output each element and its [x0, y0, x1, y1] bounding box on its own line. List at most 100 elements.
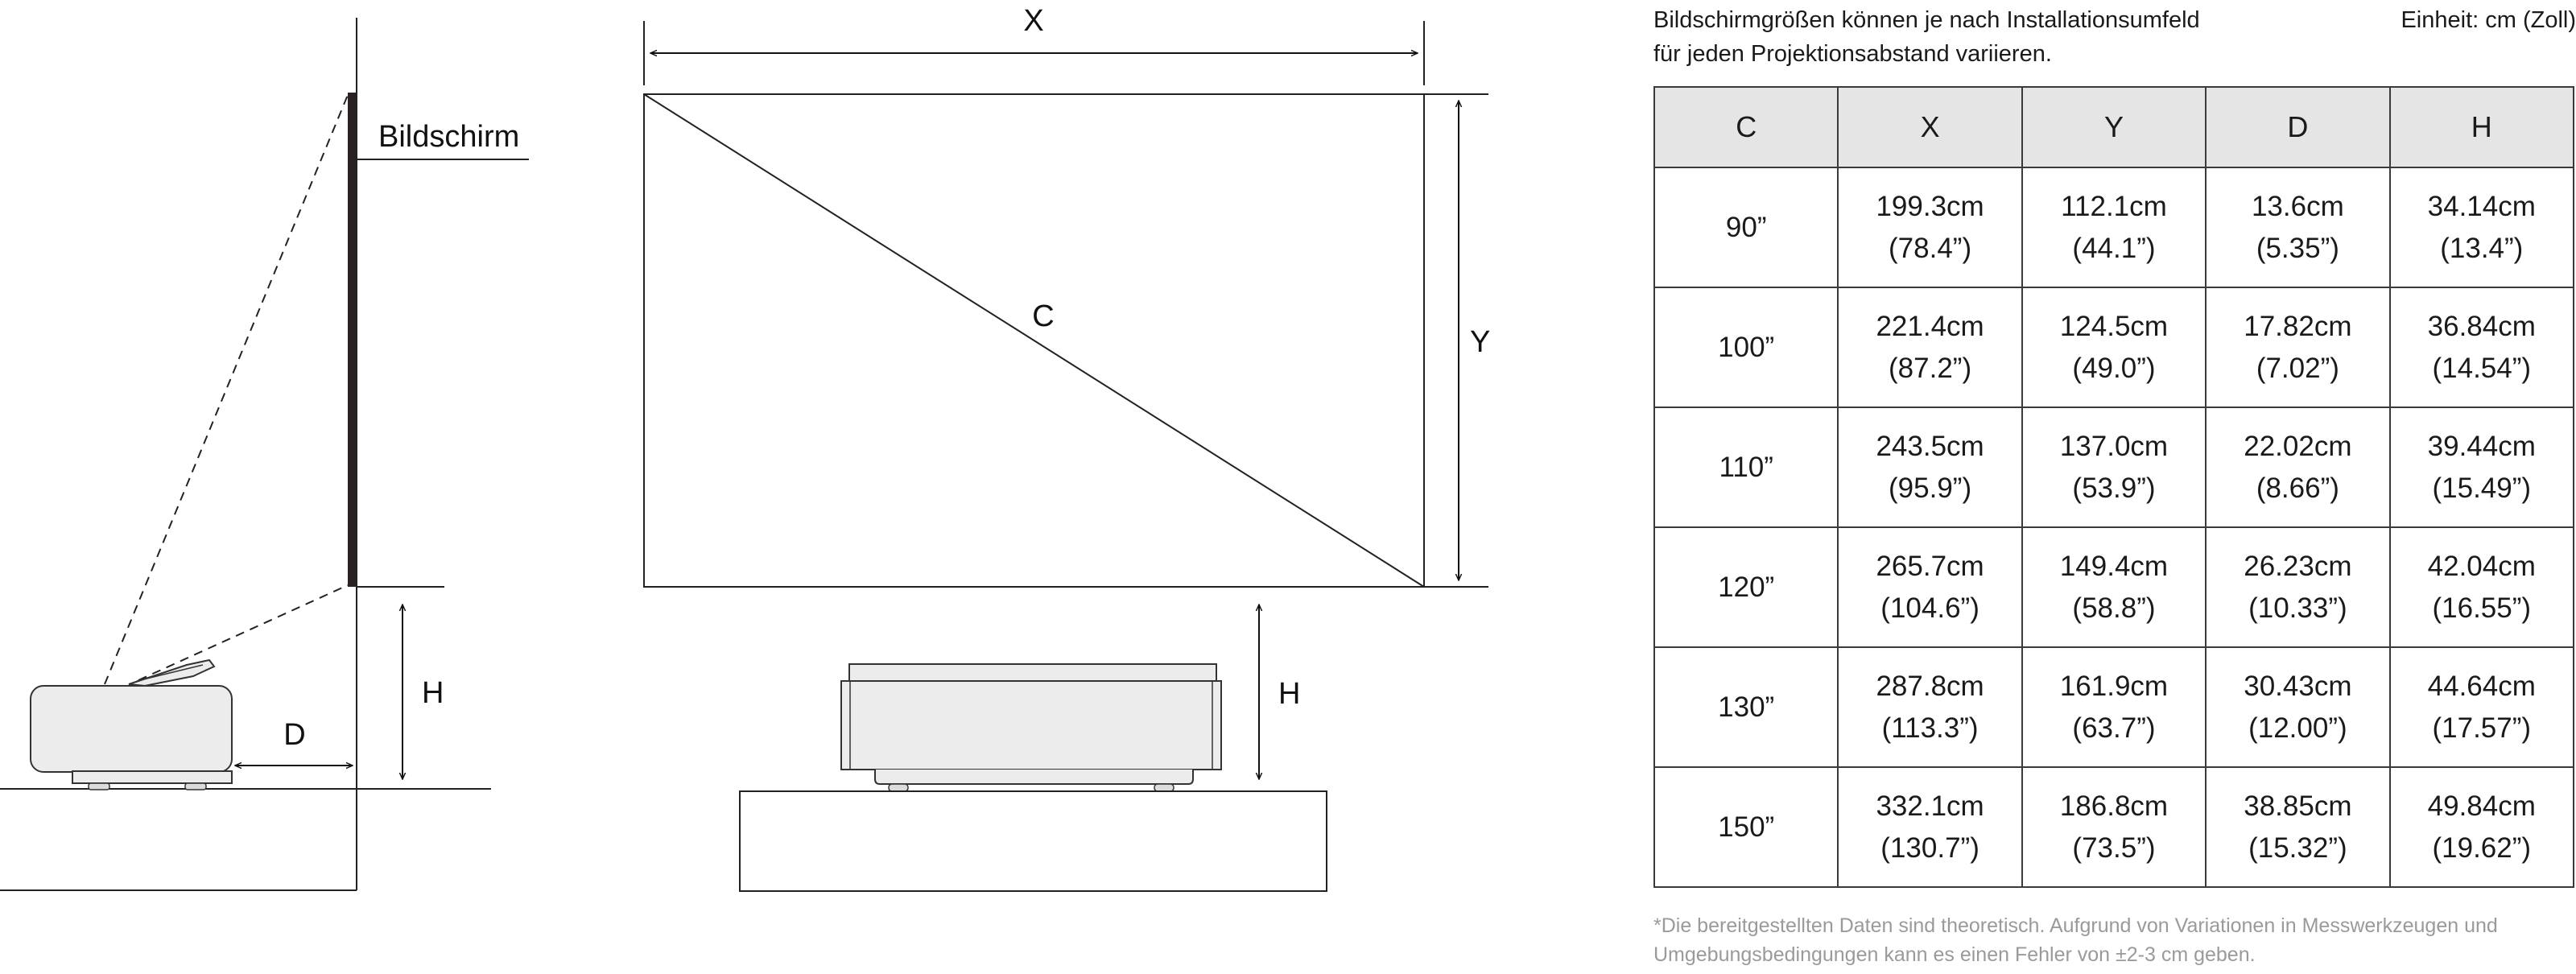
- size-variation-note: Bildschirmgrößen können je nach Installa…: [1653, 3, 2362, 71]
- cell-inch-value: (12.00”): [2248, 712, 2347, 744]
- cell-cm-value: 22.02cm: [2244, 430, 2352, 462]
- cell-d: 17.82cm (7.02”): [2205, 287, 2391, 408]
- cell-x: 265.7cm(104.6”): [1837, 526, 2023, 648]
- table-row: 150”332.1cm(130.7”)186.8cm(73.5”)38.85cm…: [1653, 766, 2575, 888]
- cell-inch-value: (13.4”): [2440, 232, 2524, 264]
- cell-cm-value: 149.4cm: [2059, 550, 2169, 582]
- y-label: Y: [1470, 325, 1490, 359]
- cell-cm-value: 124.5cm: [2059, 310, 2169, 342]
- beam-top: [104, 94, 349, 685]
- cell-inch-value: (130.7”): [1880, 832, 1979, 864]
- cell-c: 100”: [1653, 287, 1839, 408]
- cell-d: 13.6cm (5.35”): [2205, 167, 2391, 288]
- screen-label: Bildschirm: [378, 120, 519, 154]
- cell-inch-value: (87.2”): [1889, 352, 1972, 384]
- cell-inch-value: (10.33”): [2248, 592, 2347, 624]
- front-view: X C Y H: [643, 4, 1490, 892]
- table-row: 100”221.4cm(87.2”) 124.5cm (49.0”) 17.82cm (…: [1653, 287, 2575, 408]
- diagonal-c: [643, 93, 1425, 588]
- header-h: H: [2388, 86, 2575, 168]
- cell-cm-value: 34.14cm: [2427, 190, 2536, 222]
- table-row: 130”287.8cm(113.3”) 161.9cm (63.7”) 30.43cm…: [1653, 646, 2575, 768]
- cell-h: 42.04cm(16.55”): [2388, 526, 2575, 648]
- table-body: 90”199.3cm(78.4”) 112.1cm (44.1”) 13.6cm (5.…: [1653, 167, 2575, 888]
- c-label: C: [1032, 299, 1054, 333]
- table-header-row: C X Y D H: [1653, 86, 2575, 168]
- cell-inch-value: (17.57”): [2432, 712, 2532, 744]
- cell-inch-value: (73.5”): [2072, 832, 2156, 864]
- h-label-side: H: [422, 676, 444, 710]
- cell-inch-value: (95.9”): [1889, 472, 1972, 504]
- installation-diagram: Bildschirm D H X C: [0, 4, 1490, 892]
- footnote-line2: Umgebungsbedingungen kann es einen Fehle…: [1653, 943, 2256, 966]
- cell-cm-value: 112.1cm: [2061, 190, 2167, 222]
- cell-inch-value: (53.9”): [2072, 472, 2156, 504]
- screen-panel: [348, 93, 356, 587]
- cell-cm-value: 30.43cm: [2244, 670, 2352, 702]
- cell-d: 38.85cm (15.32”): [2205, 766, 2391, 888]
- beam-bottom: [138, 584, 349, 681]
- cell-h: 49.84cm (19.62”): [2388, 766, 2575, 888]
- h-label-front: H: [1278, 677, 1300, 711]
- footnote: *Die bereitgestellten Daten sind theoret…: [1653, 911, 2574, 969]
- cell-y: 112.1cm (44.1”): [2021, 167, 2207, 288]
- cell-c: 120”: [1653, 526, 1839, 648]
- cell-inch-value: (5.35”): [2256, 232, 2339, 264]
- projector-side: [30, 658, 233, 790]
- cell-cm-value: 161.9cm: [2059, 670, 2169, 702]
- cell-y: 137.0cm (53.9”): [2021, 407, 2207, 528]
- cell-inch-value: (78.4”): [1889, 232, 1972, 264]
- cell-inch-value: (8.66”): [2256, 472, 2339, 504]
- cell-c: 110”: [1653, 407, 1839, 528]
- size-table: C X Y D H 90”199.3cm(78.4”) 112.1cm (44.1”…: [1653, 86, 2575, 888]
- cell-cm-value: 243.5cm: [1876, 430, 1984, 462]
- cell-c: 130”: [1653, 646, 1839, 768]
- cell-inch-value: (19.62”): [2432, 832, 2532, 864]
- cell-y: 149.4cm(58.8”): [2021, 526, 2207, 648]
- header-c: C: [1653, 86, 1839, 168]
- cell-inch-value: (15.49”): [2432, 472, 2532, 504]
- cell-cm-value: 332.1cm: [1876, 790, 1984, 822]
- table-row: 110” 243.5cm (95.9”) 137.0cm (53.9”) 22.02cm (…: [1653, 407, 2575, 528]
- cell-cm-value: 137.0cm: [2059, 430, 2169, 462]
- header-y: Y: [2021, 86, 2207, 168]
- cell-cm-value: 186.8cm: [2059, 790, 2169, 822]
- table-row: 90”199.3cm(78.4”) 112.1cm (44.1”) 13.6cm (5.…: [1653, 167, 2575, 288]
- cell-h: 39.44cm(15.49”): [2388, 407, 2575, 528]
- size-variation-note-line2: für jeden Projektionsabstand variieren.: [1653, 41, 2052, 67]
- cell-cm-value: 17.82cm: [2244, 310, 2352, 342]
- cell-inch-value: (104.6”): [1880, 592, 1979, 624]
- cell-y: 161.9cm (63.7”): [2021, 646, 2207, 768]
- x-label: X: [1023, 4, 1043, 38]
- size-variation-note-line1: Bildschirmgrößen können je nach Installa…: [1653, 7, 2200, 33]
- cell-d: 26.23cm(10.33”): [2205, 526, 2391, 648]
- cell-h: 34.14cm (13.4”): [2388, 167, 2575, 288]
- cell-x: 332.1cm (130.7”): [1837, 766, 2023, 888]
- cell-c: 90”: [1653, 167, 1839, 288]
- cell-cm-value: 13.6cm: [2251, 190, 2344, 222]
- cell-cm-value: 287.8cm: [1876, 670, 1984, 702]
- cell-x: 199.3cm(78.4”): [1837, 167, 2023, 288]
- cell-cm-value: 44.64cm: [2427, 670, 2536, 702]
- header-x: X: [1837, 86, 2023, 168]
- cell-y: 186.8cm (73.5”): [2021, 766, 2207, 888]
- cell-cm-value: 49.84cm: [2427, 790, 2536, 822]
- cell-cm-value: 38.85cm: [2244, 790, 2352, 822]
- cell-inch-value: (49.0”): [2072, 352, 2156, 384]
- cell-inch-value: (15.32”): [2248, 832, 2347, 864]
- cell-d: 22.02cm (8.66”): [2205, 407, 2391, 528]
- cell-x: 221.4cm(87.2”): [1837, 287, 2023, 408]
- footnote-line1: *Die bereitgestellten Daten sind theoret…: [1653, 914, 2498, 937]
- cell-cm-value: 36.84cm: [2427, 310, 2536, 342]
- d-label: D: [283, 718, 305, 752]
- cell-inch-value: (44.1”): [2072, 232, 2156, 264]
- cell-x: 243.5cm (95.9”): [1837, 407, 2023, 528]
- cell-x: 287.8cm(113.3”): [1837, 646, 2023, 768]
- header-d: D: [2205, 86, 2391, 168]
- cell-inch-value: (7.02”): [2256, 352, 2339, 384]
- cell-inch-value: (16.55”): [2432, 592, 2532, 624]
- cell-inch-value: (63.7”): [2072, 712, 2156, 744]
- front-cabinet: [739, 790, 1327, 892]
- projector-front: [840, 663, 1222, 792]
- cell-d: 30.43cm (12.00”): [2205, 646, 2391, 768]
